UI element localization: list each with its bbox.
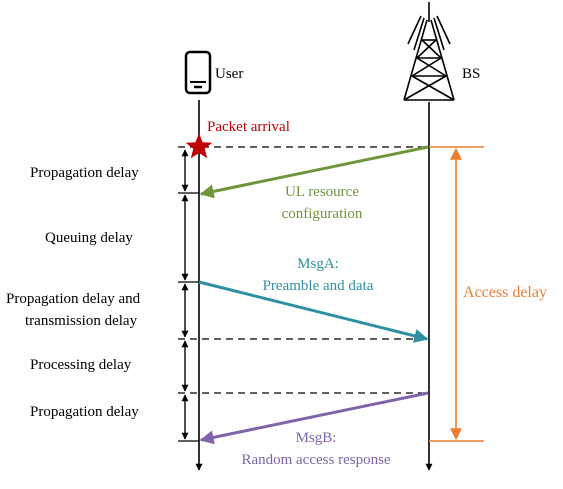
access-delay-label: Access delay <box>463 284 547 301</box>
propagation-delay-2-label: Propagation delay <box>30 404 139 420</box>
msgb-label-line1: MsgB: <box>296 430 337 446</box>
user-label: User <box>215 66 243 82</box>
star-icon <box>185 133 213 159</box>
cell-tower-icon <box>403 2 455 101</box>
queuing-delay-label: Queuing delay <box>45 230 133 246</box>
smartphone-icon <box>184 50 212 95</box>
propagation-delay-1-label: Propagation delay <box>30 165 139 181</box>
ul-config-label-line1: UL resource <box>285 184 359 200</box>
msgb-arrow <box>199 391 429 445</box>
msgb-label-line2: Random access response <box>241 452 390 468</box>
prop-tx-delay-label-line1: Propagation delay and <box>6 291 141 307</box>
ul-config-arrow <box>199 145 429 199</box>
packet-arrival-label: Packet arrival <box>207 119 290 135</box>
ul-config-label-line2: configuration <box>282 206 363 222</box>
prop-tx-delay-label-line2: transmission delay <box>25 313 138 329</box>
processing-delay-label: Processing delay <box>30 357 132 373</box>
msga-label-line1: MsgA: <box>297 256 339 272</box>
msga-arrow <box>198 280 429 343</box>
msga-label-line2: Preamble and data <box>263 278 374 294</box>
delay-ticks <box>178 192 199 442</box>
bs-label: BS <box>462 66 480 82</box>
